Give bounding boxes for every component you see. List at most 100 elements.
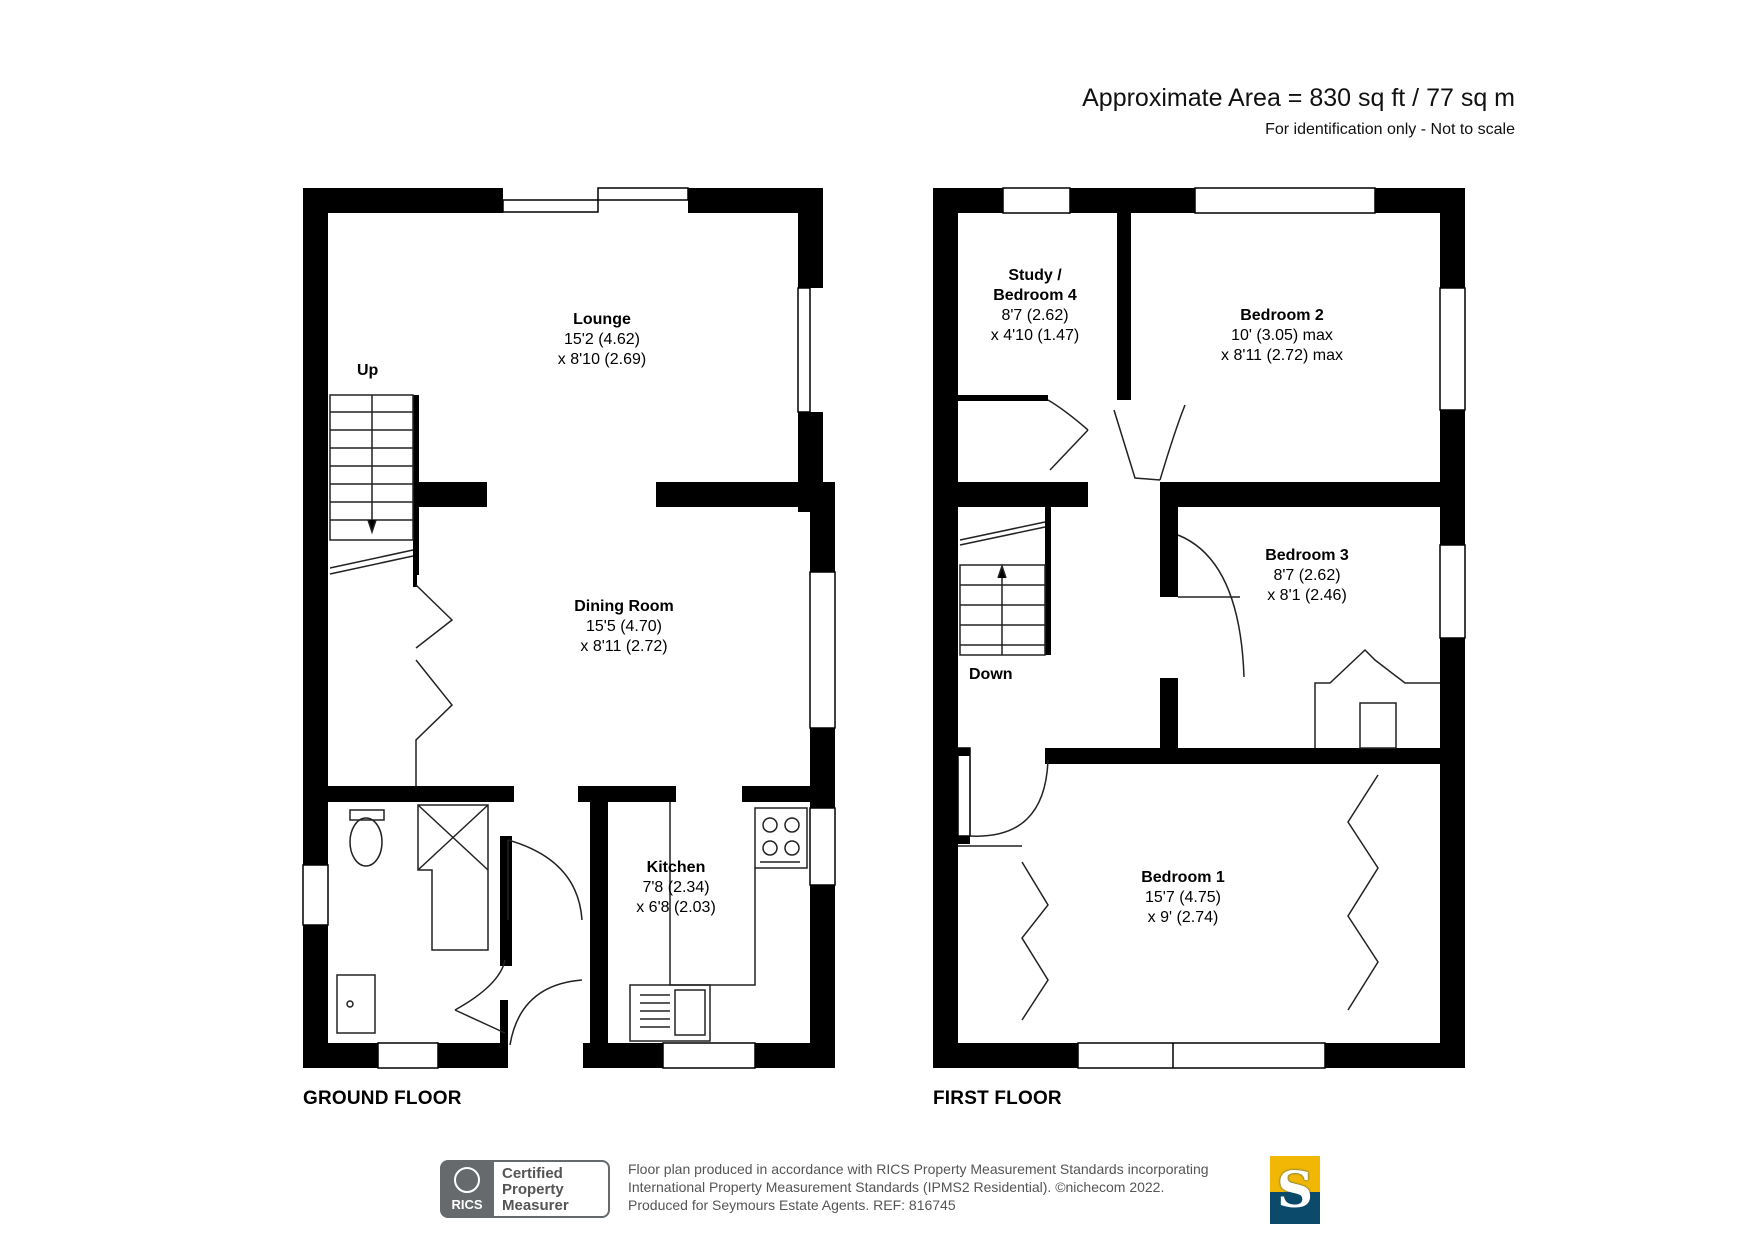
ff-bed3-cupboard <box>1314 648 1440 748</box>
ff-wall-bottom-left <box>933 1043 1078 1068</box>
room-name: Bedroom 2 <box>1240 307 1324 324</box>
room-kitchen: Kitchen 7'8 (2.34) x 6'8 (2.03) <box>636 858 716 918</box>
ff-window-bed2-right <box>1439 287 1466 411</box>
room-bedroom-2: Bedroom 2 10' (3.05) max x 8'11 (2.72) m… <box>1221 306 1343 366</box>
gf-shower <box>417 804 489 951</box>
rics-logo: RICS <box>440 1160 494 1218</box>
room-dimension: x 9' (2.74) <box>1147 909 1219 926</box>
gf-window-kitchen-bottom <box>662 1042 756 1069</box>
credits-line: International Property Measurement Stand… <box>628 1179 1165 1195</box>
scale-disclaimer: For identification only - Not to scale <box>1265 121 1515 138</box>
globe-icon <box>454 1167 480 1193</box>
ff-landing-door <box>969 759 1049 837</box>
gf-window-lounge-top2 <box>597 187 689 201</box>
rics-logo-text: RICS <box>451 1197 483 1212</box>
first-floor-plan <box>933 188 1465 1068</box>
gf-wall-right-mid2 <box>810 728 835 808</box>
room-dimension: 15'5 (4.70) <box>585 618 662 635</box>
ff-wall-right-top <box>1440 188 1465 288</box>
ff-bed1-wardrobe-right <box>1347 774 1379 1011</box>
ff-wall-bed3-left2 <box>1160 678 1178 750</box>
credits-line: Floor plan produced in accordance with R… <box>628 1161 1209 1177</box>
ff-wall-bed1-left-stub <box>958 836 970 844</box>
ff-wall-study-bed2 <box>1117 200 1131 400</box>
room-dimension: x 4'10 (1.47) <box>990 327 1080 344</box>
rics-badge-line: Property <box>502 1181 564 1198</box>
credits-line: Produced for Seymours Estate Agents. REF… <box>628 1197 956 1213</box>
gf-stair-arrow <box>367 519 377 535</box>
room-study: Study / Bedroom 4 8'7 (2.62) x 4'10 (1.4… <box>991 266 1079 346</box>
ground-floor-plan <box>303 188 835 1068</box>
gf-wall-right-mid <box>810 482 835 572</box>
ground-floor-windows <box>302 187 836 1069</box>
stairs-up-label: Up <box>357 362 379 379</box>
room-dimension: 8'7 (2.62) <box>1273 567 1341 584</box>
ff-window-bed2-top <box>1194 187 1376 214</box>
ff-wall-top-mid <box>1070 188 1195 213</box>
room-dimension: 10' (3.05) max <box>1231 327 1333 344</box>
gf-wall-kitchen-top-left <box>578 786 676 802</box>
gf-wall-bottom-mid <box>438 1043 508 1068</box>
ff-stair-arrow <box>997 563 1007 579</box>
ff-wall-bed1-top <box>1045 748 1445 764</box>
gf-kitchen-worktop <box>669 802 756 986</box>
room-lounge: Lounge 15'2 (4.62) x 8'10 (2.69) <box>558 310 646 370</box>
ground-floor-fixtures <box>329 394 808 1046</box>
room-name: Lounge <box>573 311 631 328</box>
room-dimension: x 8'1 (2.46) <box>1267 587 1347 604</box>
stairs-down-label: Down <box>969 666 1013 683</box>
room-name: Dining Room <box>574 598 674 615</box>
gf-wall-lounge-dining-left <box>415 482 487 507</box>
gf-wall-left <box>303 188 328 1068</box>
ff-window-landing-left <box>957 747 971 837</box>
gf-entrance-door <box>507 839 583 921</box>
gf-window-kitchen-right <box>809 807 836 886</box>
gf-cooker <box>754 807 808 869</box>
room-name: Bedroom 1 <box>1141 869 1225 886</box>
room-name: Study / <box>1008 267 1062 284</box>
brand-letter: S <box>1276 1160 1314 1219</box>
gf-wall-kitchen-top-right <box>742 786 812 802</box>
gf-wall-right-low <box>810 885 835 1068</box>
gf-window-wc-bottom <box>377 1042 439 1069</box>
ff-wall-study-bottom <box>958 482 1088 507</box>
gf-wall-wc-right <box>500 836 512 966</box>
room-dimension: 8'7 (2.62) <box>1001 307 1069 324</box>
gf-wall-top-left <box>303 188 503 213</box>
gf-window-dining-right <box>809 571 836 729</box>
gf-basin <box>336 974 376 1034</box>
floor-plan-credits: Floor plan produced in accordance with R… <box>628 1160 1268 1214</box>
room-dimension: 15'2 (4.62) <box>564 331 640 348</box>
room-bedroom-3: Bedroom 3 8'7 (2.62) x 8'1 (2.46) <box>1265 546 1349 606</box>
gf-window-lounge-top <box>502 199 599 213</box>
gf-wall-bottom-right2 <box>755 1043 835 1068</box>
gf-wall-hall-left-low <box>500 1000 508 1050</box>
ff-wall-bed2-bottom <box>1165 482 1445 507</box>
gf-folding-door-lower <box>415 659 454 786</box>
ff-bed1-wardrobe-left <box>1021 861 1049 1021</box>
rics-badge-line: Measurer <box>502 1197 569 1214</box>
ground-floor-title: GROUND FLOOR <box>303 1088 462 1109</box>
gf-wall-lounge-dining-right <box>656 482 806 507</box>
ff-wall-bed3-left <box>1160 482 1178 597</box>
ff-window-bed1-bottom <box>1077 1042 1326 1069</box>
gf-sink <box>629 984 711 1042</box>
ff-window-study <box>1002 187 1071 214</box>
ff-wall-left <box>933 188 958 1068</box>
rics-certified-badge: RICS Certified Property Measurer <box>440 1160 610 1218</box>
gf-wall-right-upper <box>798 188 823 288</box>
room-dining: Dining Room 15'5 (4.70) x 8'11 (2.72) <box>574 597 674 657</box>
approximate-area: Approximate Area = 830 sq ft / 77 sq m <box>1082 84 1515 112</box>
ff-wall-bottom-right <box>1325 1043 1465 1068</box>
gf-wall-stair-side <box>413 395 419 575</box>
room-dimension: x 8'11 (2.72) max <box>1221 347 1343 364</box>
room-name: Kitchen <box>646 859 706 876</box>
ff-wall-top-left <box>933 188 1003 213</box>
room-dimension: x 8'11 (2.72) <box>580 638 668 655</box>
gf-window-lounge-right <box>797 287 811 413</box>
room-name: Bedroom 3 <box>1265 547 1349 564</box>
room-dimension: 15'7 (4.75) <box>1144 889 1221 906</box>
gf-wall-bottom-left <box>303 1043 378 1068</box>
first-floor-title: FIRST FLOOR <box>933 1088 1062 1109</box>
